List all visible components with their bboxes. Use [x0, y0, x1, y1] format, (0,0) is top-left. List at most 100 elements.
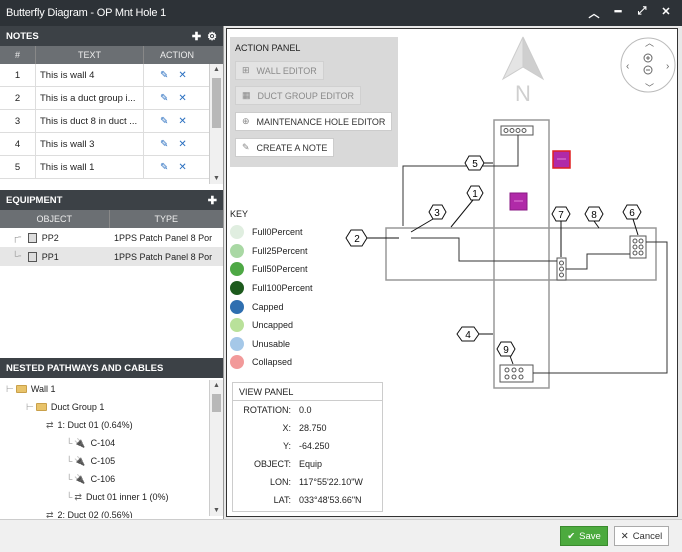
edit-icon[interactable]: ✎ [160, 138, 169, 150]
y-value: -64.250 [299, 441, 330, 451]
minimize-icon[interactable]: ━ [614, 6, 622, 18]
delete-icon[interactable]: ✕ [178, 92, 187, 104]
cancel-button[interactable]: ✕Cancel [614, 526, 669, 546]
pan-left-icon[interactable]: ‹ [626, 61, 629, 72]
equipment-row[interactable]: └╴ PP1 1PPS Patch Panel 8 Por [0, 247, 223, 266]
equipment-header: EQUIPMENT ✚ [0, 190, 223, 210]
label-9[interactable]: 9 [496, 341, 516, 365]
key-item: Unusable [230, 335, 313, 354]
note-row[interactable]: 5 This is wall 1 ✎✕ [0, 156, 223, 179]
edit-icon[interactable]: ✎ [160, 69, 169, 81]
delete-icon[interactable]: ✕ [178, 69, 187, 81]
scroll-up-icon[interactable]: ▲ [213, 66, 220, 73]
note-row[interactable]: 3 This is duct 8 in duct ... ✎✕ [0, 110, 223, 133]
key-item: Full50Percent [230, 260, 313, 279]
tree-item-wall[interactable]: ⊢Wall 1 [6, 383, 56, 395]
note-row[interactable]: 2 This is a duct group i... ✎✕ [0, 87, 223, 110]
tree-item-duct[interactable]: ⇄1: Duct 01 (0.64%) [46, 419, 133, 431]
key-item: Collapsed [230, 353, 313, 372]
svg-text:6: 6 [629, 208, 635, 219]
north-arrow-icon: N [501, 36, 545, 106]
tree-item-cable[interactable]: └🔌C-105 [66, 455, 116, 467]
settings-icon[interactable]: ⚙ [207, 30, 217, 43]
note-row[interactable]: 4 This is wall 3 ✎✕ [0, 133, 223, 156]
object-value: Equip [299, 459, 323, 469]
edit-icon[interactable]: ✎ [160, 161, 169, 173]
chevron-up-icon[interactable]: ︿ [588, 8, 600, 20]
notes-scrollbar[interactable]: ▲ ▼ [209, 64, 223, 184]
diagram-canvas[interactable]: ACTION PANEL ⊞WALL EDITOR ▦DUCT GROUP ED… [226, 28, 678, 517]
label-3[interactable]: 3 [410, 204, 447, 233]
nested-header: NESTED PATHWAYS AND CABLES [0, 358, 223, 378]
edit-icon[interactable]: ✎ [160, 115, 169, 127]
notes-header: NOTES ✚ ⚙ [0, 26, 223, 46]
wall-horizontal[interactable] [385, 227, 657, 281]
scroll-thumb[interactable] [212, 394, 221, 412]
duct-group-editor-button[interactable]: ▦DUCT GROUP EDITOR [235, 86, 362, 105]
butterfly-diagram[interactable]: N ︿ ﹀ ‹ › [227, 29, 679, 518]
tree-item-duct[interactable]: └⇄Duct 01 inner 1 (0%) [66, 491, 169, 503]
svg-text:3: 3 [434, 208, 440, 219]
left-panel: NOTES ✚ ⚙ # TEXT ACTION 1 This is wall 4… [0, 26, 224, 519]
folder-icon [35, 403, 47, 411]
equipment-row[interactable]: ┌╴ PP2 1PPS Patch Panel 8 Por [11, 232, 213, 243]
add-equipment-icon[interactable]: ✚ [207, 194, 217, 207]
duct-icon: ⇄ [74, 491, 82, 502]
pan-right-icon[interactable]: › [666, 61, 669, 72]
expand-icon[interactable]: ⤢ [637, 5, 647, 17]
lon-value: 117°55'22.10"W [299, 477, 363, 487]
close-icon[interactable]: ✕ [661, 6, 671, 18]
nested-tree: ⊢Wall 1 ⊢Duct Group 1 ⇄1: Duct 01 (0.64%… [0, 378, 223, 518]
tree-item-cable[interactable]: └🔌C-104 [66, 437, 116, 449]
delete-icon[interactable]: ✕ [178, 138, 187, 150]
svg-text:5: 5 [472, 159, 478, 170]
scroll-up-icon[interactable]: ▲ [213, 382, 220, 389]
label-8[interactable]: 8 [584, 206, 604, 229]
rotation-value: 0.0 [299, 405, 312, 415]
wall-editor-button[interactable]: ⊞WALL EDITOR [235, 61, 324, 80]
save-button[interactable]: ✔Save [560, 526, 608, 546]
patch-panel-bottom[interactable] [499, 364, 534, 383]
pan-down-icon[interactable]: ﹀ [645, 83, 654, 93]
tree-item-cable[interactable]: └🔌C-106 [66, 473, 116, 485]
north-label: N [515, 81, 531, 106]
cable-plug-icon: 🔌 [74, 473, 86, 484]
wall-vertical[interactable] [493, 119, 550, 389]
note-row[interactable]: 1 This is wall 4 ✎✕ [0, 64, 223, 87]
navigation-control[interactable]: ︿ ﹀ ‹ › [620, 37, 676, 93]
pan-up-icon[interactable]: ︿ [645, 38, 654, 48]
equipment-column-header: OBJECT TYPE [0, 210, 223, 228]
label-2[interactable]: 2 [345, 229, 399, 247]
patch-panel-right[interactable] [629, 235, 647, 259]
key-item: Full100Percent [230, 279, 313, 298]
svg-text:7: 7 [558, 210, 564, 221]
label-7[interactable]: 7 [551, 206, 571, 257]
tree-item-duct-group[interactable]: ⊢Duct Group 1 [26, 401, 105, 413]
window-title: Butterfly Diagram - OP Mnt Hole 1 [6, 7, 167, 19]
delete-icon[interactable]: ✕ [178, 161, 187, 173]
add-note-icon[interactable]: ✚ [191, 30, 202, 43]
key-item: Uncapped [230, 316, 313, 335]
legend-key: KEY Full0Percent Full25Percent Full50Per… [230, 209, 313, 372]
maintenance-hole-editor-button[interactable]: ⊕MAINTENANCE HOLE EDITOR [235, 112, 393, 131]
scroll-thumb[interactable] [212, 78, 221, 128]
nested-scrollbar[interactable]: ▲ ▼ [209, 380, 223, 516]
label-6[interactable]: 6 [622, 204, 642, 236]
check-icon: ✔ [567, 530, 576, 542]
label-4[interactable]: 4 [456, 326, 493, 342]
create-note-button[interactable]: ✎CREATE A NOTE [235, 138, 335, 157]
edit-icon[interactable]: ✎ [160, 92, 169, 104]
delete-icon[interactable]: ✕ [178, 115, 187, 127]
label-1[interactable]: 1 [450, 185, 484, 228]
tree-item-duct[interactable]: ⇄2: Duct 02 (0.56%) [0, 506, 223, 519]
svg-text:9: 9 [503, 345, 509, 356]
duct-group-icon: ▦ [242, 90, 251, 100]
footer: ✔Save ✕Cancel [0, 519, 682, 552]
key-item: Capped [230, 297, 313, 316]
close-icon: ✕ [620, 530, 629, 542]
scroll-down-icon[interactable]: ▼ [213, 507, 220, 514]
key-item: Full0Percent [230, 223, 313, 242]
lat-value: 033°48'53.66"N [299, 495, 362, 505]
label-5[interactable]: 5 [464, 155, 493, 171]
scroll-down-icon[interactable]: ▼ [213, 175, 220, 182]
